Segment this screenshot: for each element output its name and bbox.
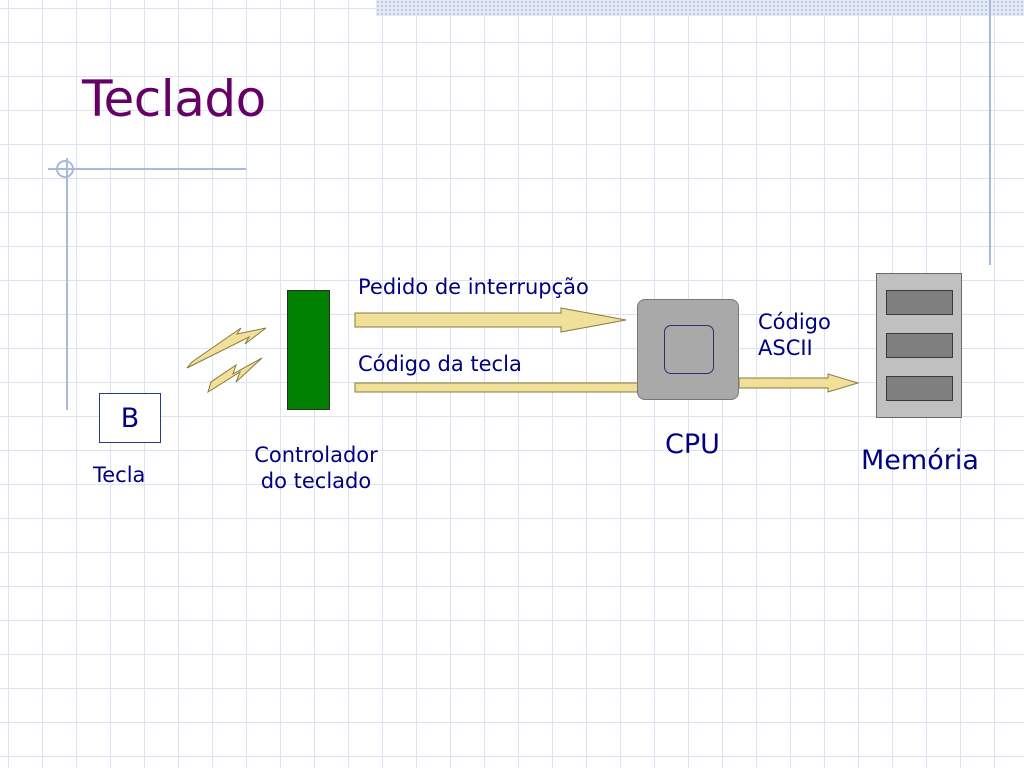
key-letter: B [120, 402, 140, 434]
memory-block [876, 273, 962, 418]
ascii-code-label-line2: ASCII [758, 336, 813, 361]
controller-label-line2: do teclado [260, 469, 372, 494]
decorative-horizontal-line [48, 168, 246, 170]
key-b-box: B [99, 393, 161, 443]
ascii-code-arrow [738, 373, 860, 393]
decorative-circle [56, 160, 74, 178]
controller-label: Controlador do teclado [236, 442, 396, 495]
top-decoration-band [376, 0, 1024, 16]
memory-slot [886, 376, 953, 401]
slide-title: Teclado [82, 70, 266, 128]
cpu-chip [637, 299, 739, 400]
memory-slot [886, 290, 953, 315]
interrupt-request-label: Pedido de interrupção [358, 275, 589, 299]
memory-label: Memória [861, 445, 979, 476]
key-label: Tecla [93, 463, 146, 487]
keyboard-controller-block [287, 290, 330, 410]
cpu-core [664, 325, 714, 374]
decorative-vertical-line-right [989, 0, 991, 265]
interrupt-request-arrow [354, 307, 627, 333]
cpu-label: CPU [665, 429, 720, 460]
controller-label-line1: Controlador [254, 443, 378, 467]
signal-bolt-lower [207, 357, 263, 394]
signal-bolt-upper [186, 327, 267, 369]
ascii-code-label: Código ASCII [758, 309, 831, 362]
keycode-arrow [354, 382, 639, 393]
decorative-vertical-line-left [66, 158, 68, 410]
memory-slot [886, 333, 953, 358]
ascii-code-label-line1: Código [758, 310, 831, 334]
keycode-label: Código da tecla [358, 352, 522, 376]
